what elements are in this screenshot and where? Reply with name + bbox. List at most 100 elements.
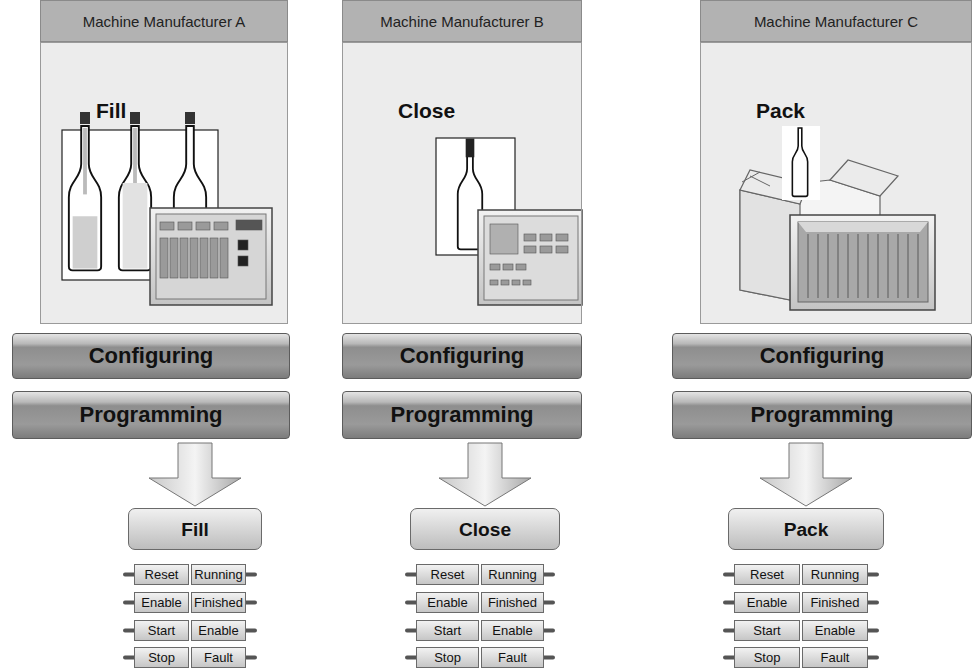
input-pin-label: Stop [434, 650, 461, 665]
pin-stub [125, 601, 134, 605]
output-pin-label: Running [811, 567, 859, 582]
closing-illustration [436, 138, 582, 305]
machine-title: Close [398, 99, 455, 123]
input-pin: Enable [134, 592, 189, 613]
input-pin-label: Stop [754, 650, 781, 665]
input-pin-label: Start [148, 623, 175, 638]
flow-arrow [760, 443, 852, 506]
input-pin: Stop [416, 647, 479, 668]
pin-stub [125, 629, 134, 633]
manufacturer-header: Machine Manufacturer A [40, 0, 288, 42]
output-pin: Finished [481, 592, 544, 613]
pin-stub [246, 573, 255, 577]
programming-band-label: Programming [79, 402, 222, 428]
pin-stub [544, 656, 553, 660]
pin-stub [407, 573, 416, 577]
configuring-band: Configuring [672, 333, 972, 379]
pin-stub [725, 656, 734, 660]
input-pin-label: Reset [750, 567, 784, 582]
output-pin-label: Finished [194, 595, 243, 610]
machine-panel: Pack [700, 42, 972, 324]
input-pin: Reset [416, 564, 479, 585]
programming-band: Programming [672, 391, 972, 439]
pin-stub [725, 573, 734, 577]
output-pin: Fault [191, 647, 246, 668]
panel-ground [40, 42, 288, 324]
panel-ground [342, 42, 582, 324]
pin-stub [544, 573, 553, 577]
manufacturer-header-label: Machine Manufacturer C [754, 13, 918, 30]
programming-band: Programming [12, 391, 290, 439]
output-pin: Enable [481, 620, 544, 641]
output-pin: Fault [802, 647, 868, 668]
output-pin: Fault [481, 647, 544, 668]
input-pin: Stop [134, 647, 189, 668]
input-pin: Stop [734, 647, 800, 668]
input-pin-label: Start [434, 623, 461, 638]
input-pin: Reset [134, 564, 189, 585]
output-pin-label: Fault [821, 650, 850, 665]
output-pin-label: Fault [498, 650, 527, 665]
panel-ground [700, 42, 972, 324]
programming-band: Programming [342, 391, 582, 439]
output-pin-label: Enable [198, 623, 238, 638]
pin-stub [868, 573, 877, 577]
configuring-band: Configuring [12, 333, 290, 379]
pin-stub [868, 601, 877, 605]
function-block: PackReset RunningEnable FinishedStart Enabl… [728, 508, 884, 668]
pin-stub [868, 629, 877, 633]
manufacturer-header-label: Machine Manufacturer A [83, 13, 246, 30]
output-pin-label: Enable [492, 623, 532, 638]
pin-stub [725, 629, 734, 633]
input-pin-label: Enable [427, 595, 467, 610]
output-pin-label: Finished [488, 595, 537, 610]
machine-panel: Close [342, 42, 582, 324]
output-pin: Enable [191, 620, 246, 641]
manufacturer-header: Machine Manufacturer C [700, 0, 972, 42]
output-pin: Running [481, 564, 544, 585]
manufacturer-header: Machine Manufacturer B [342, 0, 582, 42]
programming-band-label: Programming [390, 402, 533, 428]
output-pin: Running [802, 564, 868, 585]
input-pin-label: Enable [747, 595, 787, 610]
input-pin-label: Reset [431, 567, 465, 582]
block-title: Close [410, 508, 560, 550]
machine-title: Fill [96, 99, 126, 123]
pin-stub [544, 601, 553, 605]
function-block: FillReset RunningEnable FinishedStart Enabl… [128, 508, 262, 668]
output-pin: Finished [191, 592, 246, 613]
input-pin-label: Reset [145, 567, 179, 582]
pin-stub [125, 573, 134, 577]
output-pin: Enable [802, 620, 868, 641]
configuring-band-label: Configuring [760, 343, 885, 369]
block-title: Fill [128, 508, 262, 550]
flow-arrow [439, 443, 531, 506]
output-pin-label: Running [194, 567, 242, 582]
function-block: CloseReset RunningEnable FinishedStart Enab… [410, 508, 560, 668]
programming-band-label: Programming [750, 402, 893, 428]
input-pin: Enable [416, 592, 479, 613]
pin-stub [246, 656, 255, 660]
pin-stub [544, 629, 553, 633]
pin-stub [725, 601, 734, 605]
pin-stub [246, 629, 255, 633]
input-pin: Start [416, 620, 479, 641]
block-title: Pack [728, 508, 884, 550]
output-pin-label: Running [488, 567, 536, 582]
input-pin-label: Start [753, 623, 780, 638]
configuring-band-label: Configuring [400, 343, 525, 369]
pin-stub [407, 656, 416, 660]
input-pin: Reset [734, 564, 800, 585]
machine-title: Pack [756, 99, 805, 123]
pin-stub [868, 656, 877, 660]
configuring-band-label: Configuring [89, 343, 214, 369]
output-pin-label: Fault [204, 650, 233, 665]
pin-stub [407, 601, 416, 605]
manufacturer-header-label: Machine Manufacturer B [380, 13, 543, 30]
input-pin-label: Enable [141, 595, 181, 610]
flow-arrow [149, 443, 241, 506]
output-pin-label: Enable [815, 623, 855, 638]
output-pin: Finished [802, 592, 868, 613]
packing-illustration [740, 126, 935, 310]
